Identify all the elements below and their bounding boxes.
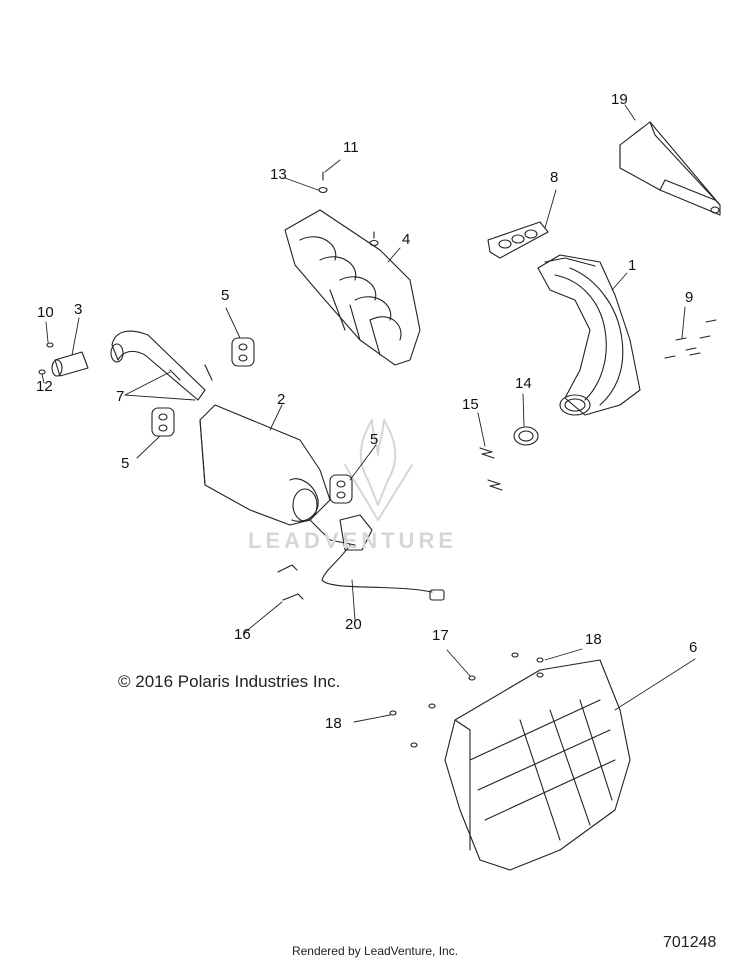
callout-14: 14 bbox=[515, 375, 532, 392]
callout-19: 19 bbox=[611, 91, 628, 108]
callout-11: 11 bbox=[343, 139, 359, 156]
part-2-muffler bbox=[199, 404, 356, 546]
callout-16: 16 bbox=[234, 626, 251, 643]
callout-7: 7 bbox=[116, 388, 125, 405]
callout-6: 6 bbox=[689, 639, 698, 656]
callout-13: 13 bbox=[270, 166, 287, 183]
leader-lines bbox=[41, 104, 696, 723]
callout-8: 8 bbox=[550, 169, 559, 186]
part-1-manifold bbox=[537, 254, 641, 416]
part-11-13-screw-washer bbox=[318, 171, 379, 247]
callout-18-right: 18 bbox=[585, 631, 602, 648]
part-8-gasket bbox=[487, 221, 549, 259]
callout-17: 17 bbox=[432, 627, 449, 644]
part-19-heat-plate bbox=[619, 121, 721, 216]
part-4-heat-shield bbox=[284, 209, 421, 366]
callout-5-left: 5 bbox=[121, 455, 130, 472]
part-7-pipe bbox=[110, 330, 213, 401]
part-5-grommets bbox=[151, 337, 353, 504]
callout-1: 1 bbox=[628, 257, 637, 274]
callout-15: 15 bbox=[462, 396, 479, 413]
part-16-bolts bbox=[277, 564, 304, 601]
copyright-text: © 2016 Polaris Industries Inc. bbox=[118, 672, 341, 691]
callout-20: 20 bbox=[345, 616, 362, 633]
part-3-tailpipe bbox=[51, 351, 89, 377]
part-14-15-ring-spring bbox=[479, 426, 539, 491]
rendered-by-credit: Rendered by LeadVenture, Inc. bbox=[291, 944, 459, 958]
callout-10: 10 bbox=[37, 304, 54, 321]
callout-5-right: 5 bbox=[370, 431, 379, 448]
callout-5-upper: 5 bbox=[221, 287, 230, 304]
watermark-logo bbox=[344, 419, 413, 521]
callout-3: 3 bbox=[74, 301, 83, 318]
diagram-reference-number: 701248 bbox=[663, 934, 717, 951]
part-9-bolts bbox=[664, 319, 717, 359]
callout-4: 4 bbox=[402, 231, 411, 248]
callout-2: 2 bbox=[277, 391, 286, 408]
part-10-12-fasteners bbox=[38, 342, 54, 375]
part-17-18-screws bbox=[389, 652, 544, 748]
watermark-text: LEADVENTURE bbox=[248, 528, 458, 553]
callout-18-left: 18 bbox=[325, 715, 342, 732]
part-6-lower-shield bbox=[444, 659, 631, 871]
callout-9: 9 bbox=[685, 289, 694, 306]
part-20-sensor-wire bbox=[321, 514, 445, 601]
callout-12: 12 bbox=[36, 378, 53, 395]
